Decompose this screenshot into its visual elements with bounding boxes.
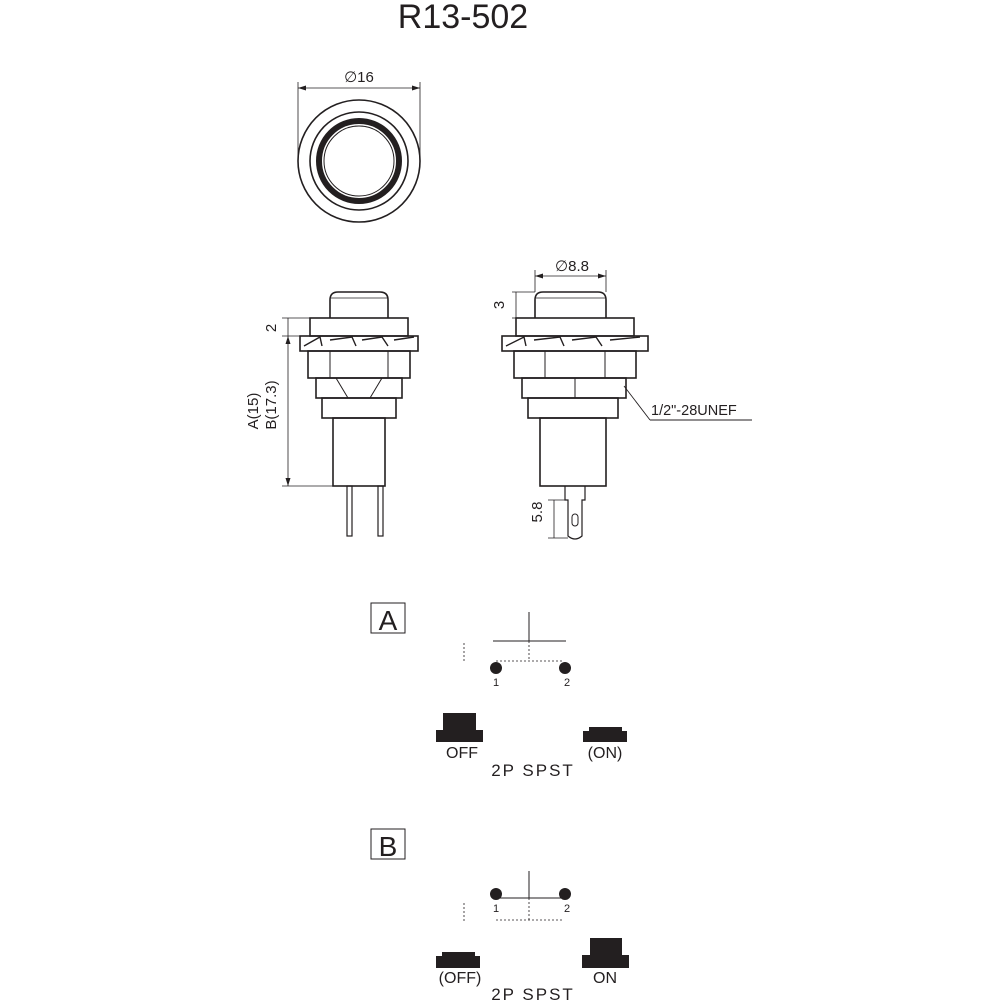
schematic-b-on-button [582, 938, 629, 968]
schematic-a-on-button [583, 727, 627, 742]
cap-height-label: 3 [491, 301, 508, 309]
cap-diameter-label: ∅8.8 [555, 258, 589, 275]
schematic-b-type-label: 2P SPST [491, 985, 575, 1000]
schematic-a-off-label: OFF [446, 745, 478, 762]
schematic-b-pin2: 2 [564, 903, 570, 915]
drawing-title: R13-502 [398, 0, 528, 36]
schematic-b: B 1 2 (OFF) ON 2P SPST [370, 828, 629, 1000]
schematic-a-type-label: 2P SPST [491, 761, 575, 780]
schematic-a-contact-1 [490, 662, 502, 674]
height-label-b: B(17.3) [263, 380, 280, 429]
front-view: 2 A(15) B(17.3) [245, 291, 419, 537]
schematic-b-contact-2 [559, 888, 571, 900]
schematic-a: A 1 2 OFF (ON) 2P SPST [370, 602, 627, 780]
schematic-a-letter: A [379, 605, 398, 636]
schematic-a-contact-2 [559, 662, 571, 674]
terminal-length-label: 5.8 [529, 502, 546, 523]
height-label-a: A(15) [245, 393, 262, 430]
schematic-a-on-label: (ON) [588, 745, 623, 762]
top-view: ∅16 [297, 69, 421, 223]
schematic-b-pin1: 1 [493, 903, 499, 915]
thread-label: 1/2"-28UNEF [651, 403, 737, 419]
schematic-a-pin1: 1 [493, 677, 499, 689]
schematic-a-pin2: 2 [564, 677, 570, 689]
schematic-b-off-label: (OFF) [439, 970, 482, 987]
top-diameter-label: ∅16 [344, 69, 374, 86]
collar-height-label: 2 [263, 324, 280, 332]
schematic-b-letter: B [379, 831, 398, 862]
schematic-b-off-button [436, 952, 480, 968]
schematic-b-on-label: ON [593, 970, 617, 987]
schematic-b-contact-1 [490, 888, 502, 900]
schematic-a-off-button [436, 713, 483, 742]
side-view: ∅8.8 3 1/2"-28UNEF 5.8 [491, 258, 752, 540]
